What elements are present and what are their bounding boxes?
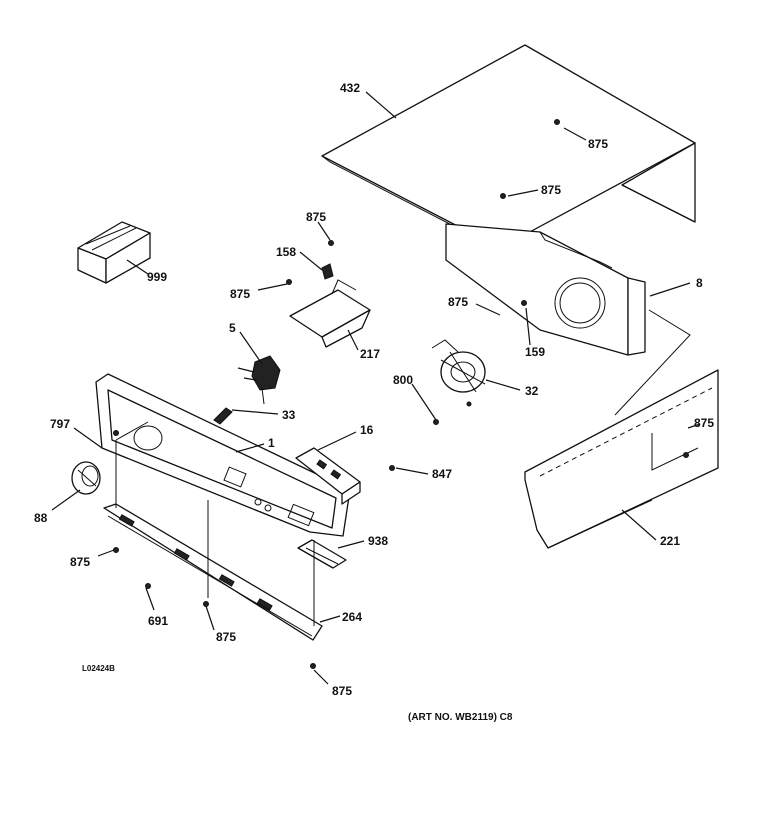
drawing-code: L02424B <box>82 664 115 673</box>
label-1: 1 <box>268 436 275 450</box>
part-217-bracket <box>286 240 371 348</box>
label-875: 875 <box>70 555 90 569</box>
part-938-trim <box>297 539 347 569</box>
part-221-side-panel <box>524 369 719 549</box>
label-875: 875 <box>541 183 561 197</box>
part-32-fan-motor <box>431 339 486 425</box>
label-847: 847 <box>432 467 452 481</box>
label-875: 875 <box>216 630 236 644</box>
part-1-control-panel <box>95 373 351 537</box>
part-16-display-board <box>295 447 395 505</box>
part-5-switch <box>237 355 281 405</box>
part-33-clip <box>213 407 233 425</box>
part-999-box <box>77 221 151 284</box>
label-264: 264 <box>342 610 362 624</box>
label-999: 999 <box>147 270 167 284</box>
label-33: 33 <box>282 408 296 422</box>
label-432: 432 <box>340 81 360 95</box>
label-5: 5 <box>229 321 236 335</box>
part-432-top-cover <box>321 44 696 251</box>
label-158: 158 <box>276 245 296 259</box>
label-875: 875 <box>306 210 326 224</box>
label-875: 875 <box>588 137 608 151</box>
label-16: 16 <box>360 423 374 437</box>
label-88: 88 <box>34 511 48 525</box>
label-217: 217 <box>360 347 380 361</box>
part-264-lower-panel <box>103 503 323 669</box>
label-32: 32 <box>525 384 539 398</box>
leader-lines <box>51 91 701 685</box>
label-797: 797 <box>50 417 70 431</box>
label-221: 221 <box>660 534 680 548</box>
label-875: 875 <box>694 416 714 430</box>
label-875: 875 <box>332 684 352 698</box>
part-labels: 432 875 875 875 158 999 875 875 8 217 15… <box>34 81 714 723</box>
label-800: 800 <box>393 373 413 387</box>
label-8: 8 <box>696 276 703 290</box>
label-875: 875 <box>448 295 468 309</box>
label-875: 875 <box>230 287 250 301</box>
assembly-lines <box>115 309 691 626</box>
part-88-knob <box>71 461 101 495</box>
label-159: 159 <box>525 345 545 359</box>
art-number: (ART NO. WB2119) C8 <box>408 712 513 723</box>
label-938: 938 <box>368 534 388 548</box>
label-691: 691 <box>148 614 168 628</box>
part-8-rear-panel <box>445 223 646 356</box>
